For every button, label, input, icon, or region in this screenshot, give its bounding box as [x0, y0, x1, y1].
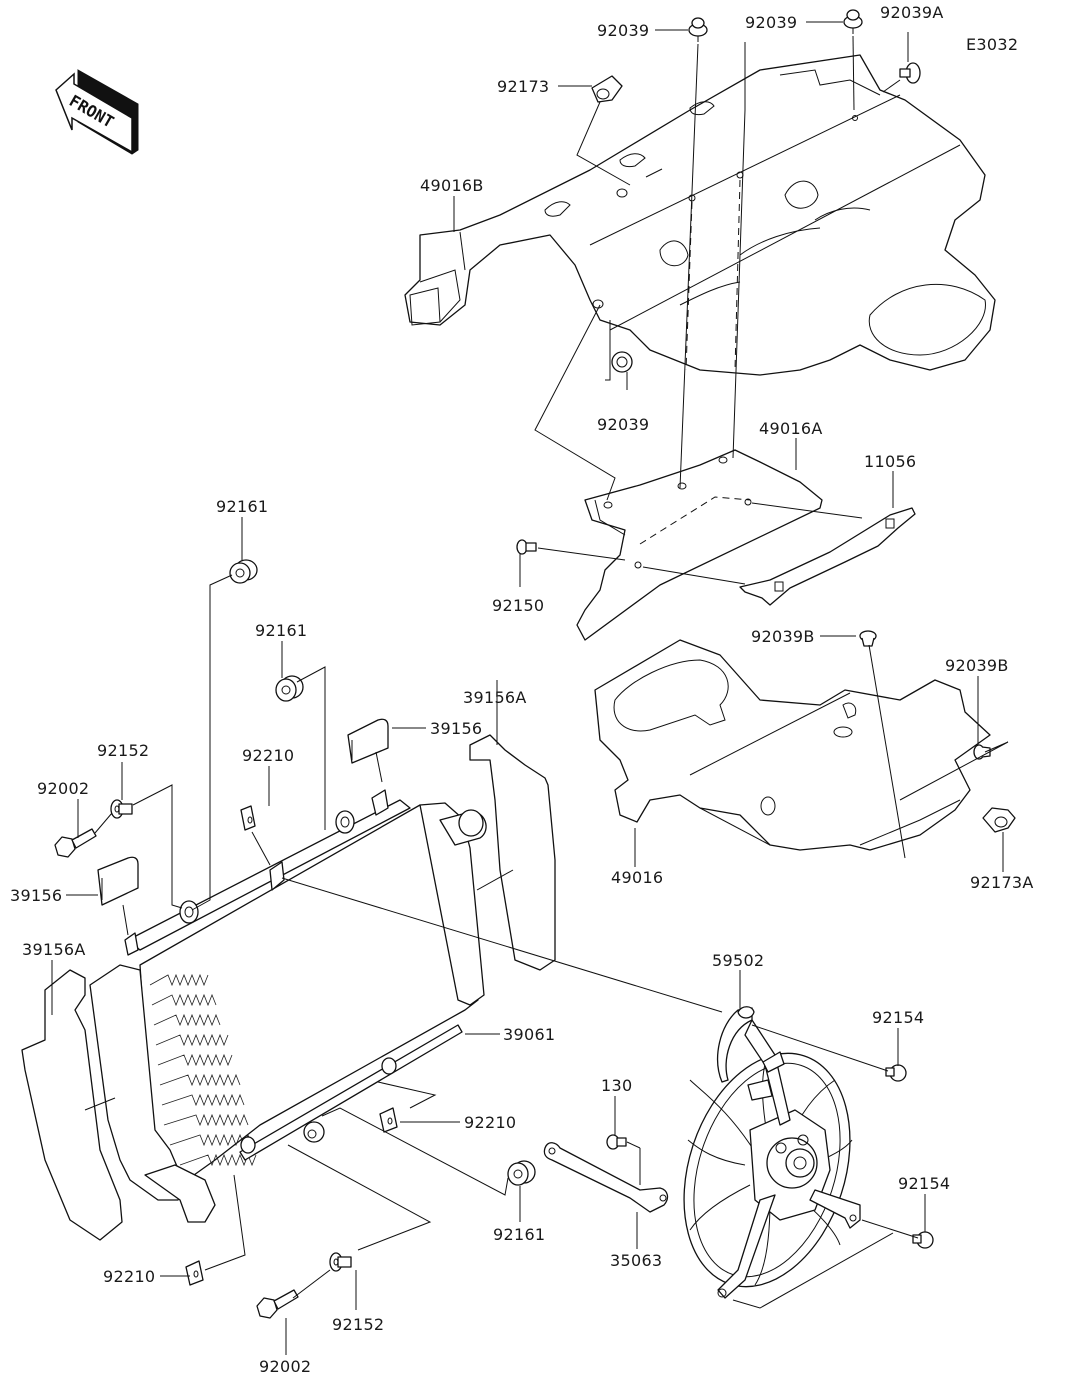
callout-92039B: 92039B — [945, 656, 1009, 675]
part-92161-grommet-1[interactable] — [229, 559, 258, 584]
callout-130: 130 — [601, 1076, 632, 1095]
callout-39061: 39061 — [503, 1025, 555, 1044]
part-39061-radiator[interactable] — [89, 789, 487, 1223]
callout-92152: 92152 — [97, 741, 149, 760]
callout-39156A: 39156A — [463, 688, 527, 707]
part-92039B-clip-2[interactable] — [973, 744, 991, 760]
callout-35063: 35063 — [610, 1251, 662, 1270]
part-92154-bolt-2[interactable] — [912, 1231, 934, 1249]
callout-92161: 92161 — [255, 621, 307, 640]
part-39156A-side-cover-right[interactable] — [469, 734, 556, 971]
callout-49016A: 49016A — [759, 419, 823, 438]
callout-11056: 11056 — [864, 452, 916, 471]
part-92210-clip-2[interactable] — [379, 1107, 398, 1133]
callout-92161: 92161 — [493, 1225, 545, 1244]
part-59502-fan-assembly[interactable] — [656, 1006, 879, 1308]
callout-39156: 39156 — [10, 886, 62, 905]
callout-39156: 39156 — [430, 719, 482, 738]
callout-92002: 92002 — [37, 779, 89, 798]
callout-92152: 92152 — [332, 1315, 384, 1334]
part-92210-clip-1[interactable] — [240, 805, 256, 831]
part-92152-collar-1[interactable] — [110, 799, 133, 819]
callout-92173A: 92173A — [970, 873, 1034, 892]
part-49016B-heat-guard[interactable] — [404, 54, 996, 376]
part-92039-clip-2[interactable] — [843, 9, 863, 34]
part-92150-bolt[interactable] — [516, 539, 537, 555]
part-49016-heat-guard[interactable] — [594, 639, 991, 851]
part-39156A-side-cover-left[interactable] — [21, 969, 123, 1241]
callout-92039B: 92039B — [751, 627, 815, 646]
callout-59502: 59502 — [712, 951, 764, 970]
front-arrow-icon: FRONT — [55, 69, 139, 155]
part-92210-clip-3[interactable] — [185, 1260, 204, 1286]
part-92039-clip-1[interactable] — [688, 17, 708, 42]
part-35063-stay[interactable] — [543, 1142, 669, 1213]
callout-92039: 92039 — [597, 415, 649, 434]
part-49016A-heat-guard[interactable] — [576, 449, 823, 641]
diagram-code: E3032 — [966, 35, 1018, 54]
part-92173-clamp[interactable] — [591, 75, 623, 103]
part-92161-grommet-2[interactable] — [275, 675, 304, 702]
part-92039A-screw[interactable] — [899, 62, 921, 84]
callout-49016: 49016 — [611, 868, 663, 887]
part-92152-collar-2[interactable] — [329, 1252, 352, 1272]
callout-92210: 92210 — [464, 1113, 516, 1132]
part-92173A-clamp[interactable] — [982, 807, 1016, 833]
callout-92154: 92154 — [898, 1174, 950, 1193]
part-39156-pad-left[interactable] — [97, 856, 139, 906]
callout-92039A: 92039A — [880, 3, 944, 22]
callout-92173: 92173 — [497, 77, 549, 96]
part-92002-bolt-2[interactable] — [256, 1289, 299, 1319]
part-92039-clip-3[interactable] — [611, 351, 633, 373]
callout-39156A: 39156A — [22, 940, 86, 959]
callout-92154: 92154 — [872, 1008, 924, 1027]
callout-49016B: 49016B — [420, 176, 484, 195]
leader-lines — [51, 21, 1009, 1355]
callout-92039: 92039 — [597, 21, 649, 40]
part-130-bolt[interactable] — [606, 1134, 627, 1150]
part-92154-bolt-1[interactable] — [885, 1064, 907, 1082]
radiator-fins — [149, 973, 257, 1167]
callout-92150: 92150 — [492, 596, 544, 615]
callout-92210: 92210 — [103, 1267, 155, 1286]
callout-92210: 92210 — [242, 746, 294, 765]
part-92161-grommet-3[interactable] — [507, 1160, 536, 1186]
part-92039B-clip-1[interactable] — [859, 630, 877, 647]
callout-92161: 92161 — [216, 497, 268, 516]
part-grommet-lower-bracket[interactable] — [303, 1121, 325, 1143]
part-92002-bolt-1[interactable] — [54, 828, 97, 858]
callout-labels: 92039 92039 92039A 92173 49016B 92039 49… — [10, 3, 1034, 1376]
callout-92039: 92039 — [745, 13, 797, 32]
part-39156-pad-right[interactable] — [347, 718, 389, 764]
part-11056-bracket[interactable] — [739, 507, 916, 606]
callout-92002: 92002 — [259, 1357, 311, 1376]
